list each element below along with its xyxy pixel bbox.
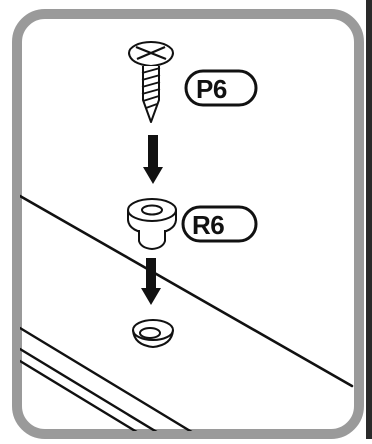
page-edge: [366, 0, 372, 439]
board-edges: [20, 194, 354, 431]
spacer-icon: [127, 198, 177, 251]
screw-icon: [128, 41, 174, 123]
part-code-p6: P6: [196, 74, 227, 104]
r6-label-oval: [181, 205, 258, 243]
p6-label-oval: [184, 69, 258, 107]
arrow-down-icon: [143, 135, 163, 184]
arrow-down-icon: [141, 258, 161, 305]
part-code-r6: R6: [192, 210, 225, 240]
hole-insert-icon: [132, 319, 174, 349]
